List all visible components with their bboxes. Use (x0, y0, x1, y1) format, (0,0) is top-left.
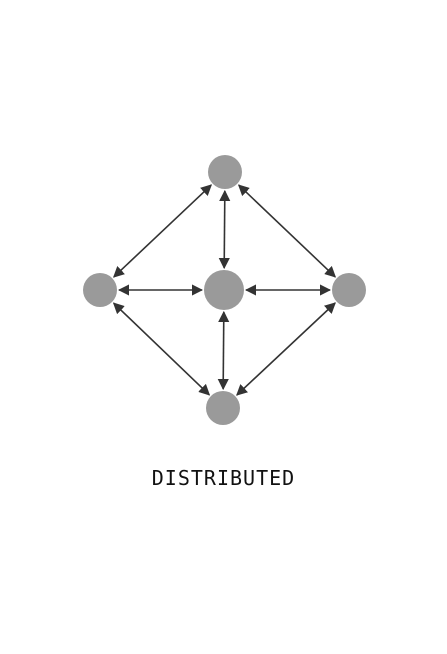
node-right (332, 273, 366, 307)
node-center (204, 270, 244, 310)
node-left (83, 273, 117, 307)
nodes-layer (83, 155, 366, 425)
edge-right-bottom (236, 302, 336, 396)
edge-top-left (113, 184, 212, 278)
edge-left-bottom (112, 302, 211, 396)
edge-center-bottom (217, 310, 230, 391)
diagram-caption: DISTRIBUTED (151, 466, 296, 490)
edge-top-right (237, 184, 337, 278)
node-top (208, 155, 242, 189)
edge-top-center (218, 189, 231, 270)
edges-layer (112, 184, 337, 396)
node-bottom (206, 391, 240, 425)
